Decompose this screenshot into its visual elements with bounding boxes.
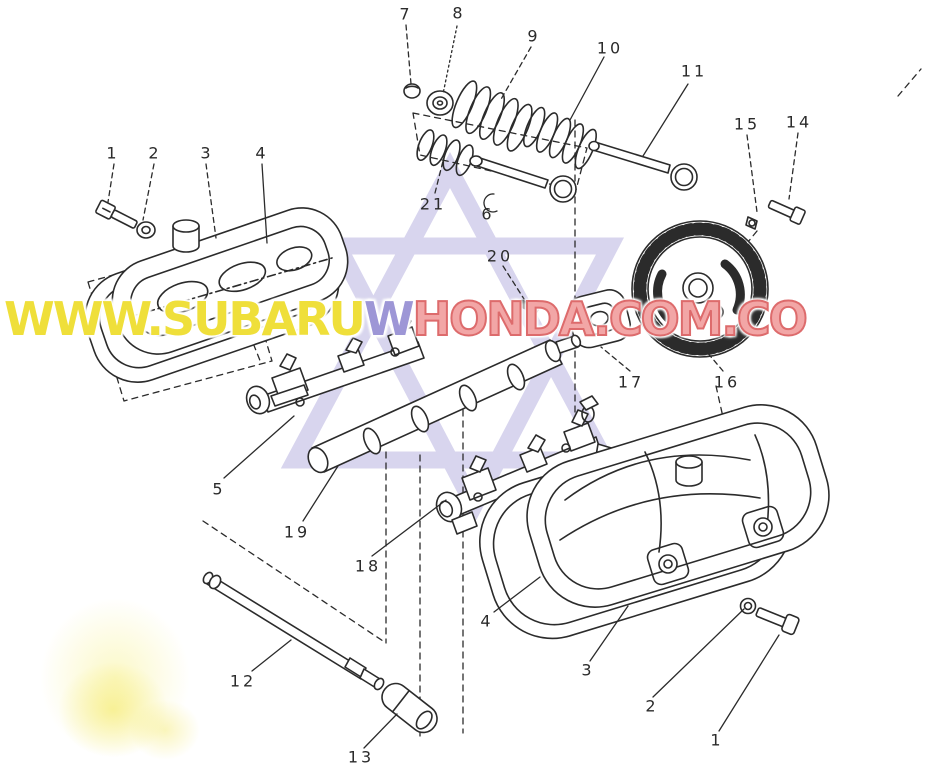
star-watermark-icon [280, 151, 625, 525]
part-number-label: 4 [480, 611, 494, 631]
push-rod [202, 571, 385, 691]
lifter-sleeve [381, 682, 438, 734]
rocker-shaft-assembly-upper [245, 316, 425, 415]
bolt-upper-right [767, 199, 806, 225]
part-number-label: 1 [106, 143, 120, 163]
part-number-label: 16 [713, 372, 741, 392]
camshaft [307, 334, 582, 474]
part-number-label: 1 [710, 730, 724, 750]
part-number-label: 6 [481, 204, 495, 224]
washer-top-left [136, 221, 156, 239]
part-number-label: 8 [452, 3, 466, 23]
washer-bottom-right [739, 597, 757, 615]
line-art [84, 24, 922, 749]
woodruff-key [518, 299, 539, 314]
part-number-label: 2 [645, 696, 659, 716]
part-number-label: 2 [148, 143, 162, 163]
part-number-label: 5 [212, 479, 226, 499]
valve-cap [403, 83, 421, 99]
part-number-label: 12 [229, 671, 257, 691]
leader-lines-dashed [107, 24, 799, 372]
valve-spring-outer-2 [522, 106, 598, 170]
valve-6 [469, 155, 577, 203]
bolt-top-left [95, 199, 138, 229]
part-number-label: 10 [596, 38, 624, 58]
valve-cover-right-details [559, 434, 785, 586]
bolt-bottom-right [755, 607, 800, 636]
oil-cap-left [172, 219, 200, 253]
part-number-label: 9 [527, 26, 541, 46]
part-number-label: 7 [399, 4, 413, 24]
valve-11 [588, 140, 698, 191]
leader-lines-solid [223, 56, 780, 749]
timing-gear [631, 220, 769, 358]
part-number-label: 19 [283, 522, 311, 542]
spring-retainer [426, 90, 454, 116]
part-number-label: 15 [733, 114, 761, 134]
valve-spring-inner [416, 129, 474, 177]
valve-cover-right [526, 404, 830, 608]
part-number-label: 14 [785, 112, 813, 132]
part-number-label: 13 [347, 747, 375, 767]
valve-spring-outer [451, 80, 533, 152]
part-number-label: 3 [581, 660, 595, 680]
part-number-label: 21 [419, 194, 447, 214]
lock-washer [745, 216, 758, 230]
part-number-label: 3 [200, 143, 214, 163]
part-number-label: 18 [354, 556, 382, 576]
part-number-label: 17 [617, 372, 645, 392]
cam-seal-plate [567, 289, 632, 349]
part-number-label: 4 [255, 143, 269, 163]
valve-cover-left [111, 207, 349, 355]
part-number-label: 20 [486, 246, 514, 266]
part-number-label: 11 [680, 61, 708, 81]
